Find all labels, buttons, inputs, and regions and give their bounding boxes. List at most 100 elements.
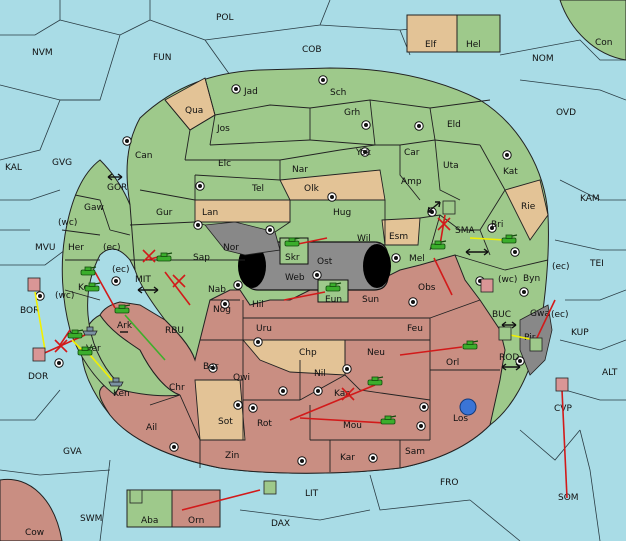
supply-center-26	[419, 402, 429, 412]
unit-home-byn[interactable]	[480, 278, 494, 293]
unit-army-ver-coast[interactable]	[67, 329, 84, 339]
unit-army-bri[interactable]	[501, 234, 518, 244]
label-mel: Mel	[409, 254, 425, 264]
supply-center-24	[278, 386, 288, 396]
label-sun: Sun	[362, 295, 379, 305]
unit-home-bor[interactable]	[27, 277, 41, 292]
supply-center-36	[35, 291, 45, 301]
label-hug: Hug	[333, 208, 351, 218]
supply-center-32	[416, 421, 426, 431]
unit-fleet-ken[interactable]	[108, 377, 124, 387]
unit-home-dor[interactable]	[32, 347, 46, 362]
supply-center-10	[265, 225, 275, 235]
supply-center-19	[408, 297, 418, 307]
label-ovd: OVD	[556, 108, 576, 118]
label-car: Car	[404, 148, 420, 158]
label-nor: Nor	[223, 243, 239, 253]
label-nil: Nil	[314, 369, 326, 379]
supply-center-7	[360, 147, 370, 157]
label-bri: Bri	[491, 220, 503, 230]
lake-end-east	[363, 244, 391, 288]
label-con: Con	[595, 38, 613, 48]
unit-army-kaa[interactable]	[367, 376, 384, 386]
unit-home-buc[interactable]	[498, 326, 512, 341]
unit-army-kon[interactable]	[84, 282, 101, 292]
label-orl: Orl	[446, 358, 459, 368]
neutral-provinces	[164, 77, 549, 441]
supply-center-1	[318, 75, 328, 85]
label-elc: Elc	[218, 159, 231, 169]
supply-center-15	[510, 247, 520, 257]
label-qua: Qua	[185, 106, 203, 116]
supply-center-14	[487, 223, 497, 233]
label-yok: Yok	[355, 148, 372, 158]
supply-center-29	[169, 442, 179, 452]
land-labels: Jad Sch Qua Jos Grh Eld Can Elc Nar Yok …	[25, 38, 613, 538]
unit-army-ver[interactable]	[77, 346, 94, 356]
label-bor: BOR	[20, 306, 39, 316]
unit-fleet-ver-w[interactable]	[82, 326, 98, 336]
unit-army-orl[interactable]	[462, 340, 479, 350]
unit-home-lit[interactable]	[263, 480, 277, 495]
label-nom: NOM	[532, 54, 554, 64]
supply-center-34	[515, 356, 525, 366]
label-kal: KAL	[5, 163, 22, 173]
label-ec4: (ec)	[551, 310, 569, 320]
province-sot	[194, 379, 246, 441]
unit-army-ark[interactable]	[114, 304, 131, 314]
label-grh: Grh	[344, 108, 360, 118]
supply-center-0	[231, 84, 241, 94]
label-eun: Eun	[325, 295, 342, 305]
label-feu: Feu	[407, 324, 423, 334]
sea-labels: POL FUN COB NVM NOM OVD KAL GVG GOR KAM …	[5, 13, 618, 529]
unit-army-mou[interactable]	[380, 415, 397, 425]
label-nvm: NVM	[32, 48, 53, 58]
label-sot: Sot	[218, 417, 233, 427]
label-rie: Rie	[521, 202, 536, 212]
label-zin: Zin	[225, 451, 239, 461]
label-cow: Cow	[25, 528, 44, 538]
home-box-elf-hel	[406, 14, 501, 53]
supply-center-6	[195, 181, 205, 191]
unit-army-her[interactable]	[80, 266, 97, 276]
unit-army-mel[interactable]	[430, 240, 447, 250]
label-nab: Nab	[208, 285, 226, 295]
label-sch: Sch	[330, 88, 346, 98]
label-aba: Aba	[141, 516, 158, 526]
supply-center-20	[220, 299, 230, 309]
label-rbu: RBU	[165, 326, 184, 336]
label-ver: Ver	[86, 344, 101, 354]
support-orders	[34, 237, 536, 381]
label-buc: BUC	[492, 310, 511, 320]
unit-army-eun[interactable]	[325, 282, 342, 292]
unit-home-aba[interactable]	[129, 489, 143, 504]
label-obs: Obs	[418, 283, 436, 293]
label-lan: Lan	[202, 208, 218, 218]
label-mit: MIT	[135, 275, 151, 285]
unit-fleet-los[interactable]	[459, 398, 477, 416]
label-kaa: Kaa	[334, 389, 351, 399]
unit-home-sma[interactable]	[442, 200, 456, 215]
label-eld: Eld	[447, 120, 461, 130]
label-byn: Byn	[523, 274, 540, 284]
unit-army-sap[interactable]	[156, 252, 173, 262]
move-orders	[39, 214, 568, 511]
supply-center-5	[502, 150, 512, 160]
failed-order-markers	[54, 217, 451, 401]
unit-home-cvp[interactable]	[555, 377, 569, 392]
label-ec2: (ec)	[112, 265, 130, 275]
label-alt: ALT	[602, 368, 618, 378]
label-gor: GOR	[107, 183, 127, 193]
unit-home-pir[interactable]	[529, 337, 543, 352]
label-web: Web	[285, 273, 305, 283]
label-sap: Sap	[193, 253, 210, 263]
unit-army-skr[interactable]	[284, 237, 301, 247]
province-rie	[504, 179, 549, 241]
supply-center-2	[122, 136, 132, 146]
label-kat: Kat	[503, 167, 518, 177]
label-ec3: (ec)	[552, 262, 570, 272]
label-can: Can	[135, 151, 153, 161]
units	[27, 200, 569, 504]
